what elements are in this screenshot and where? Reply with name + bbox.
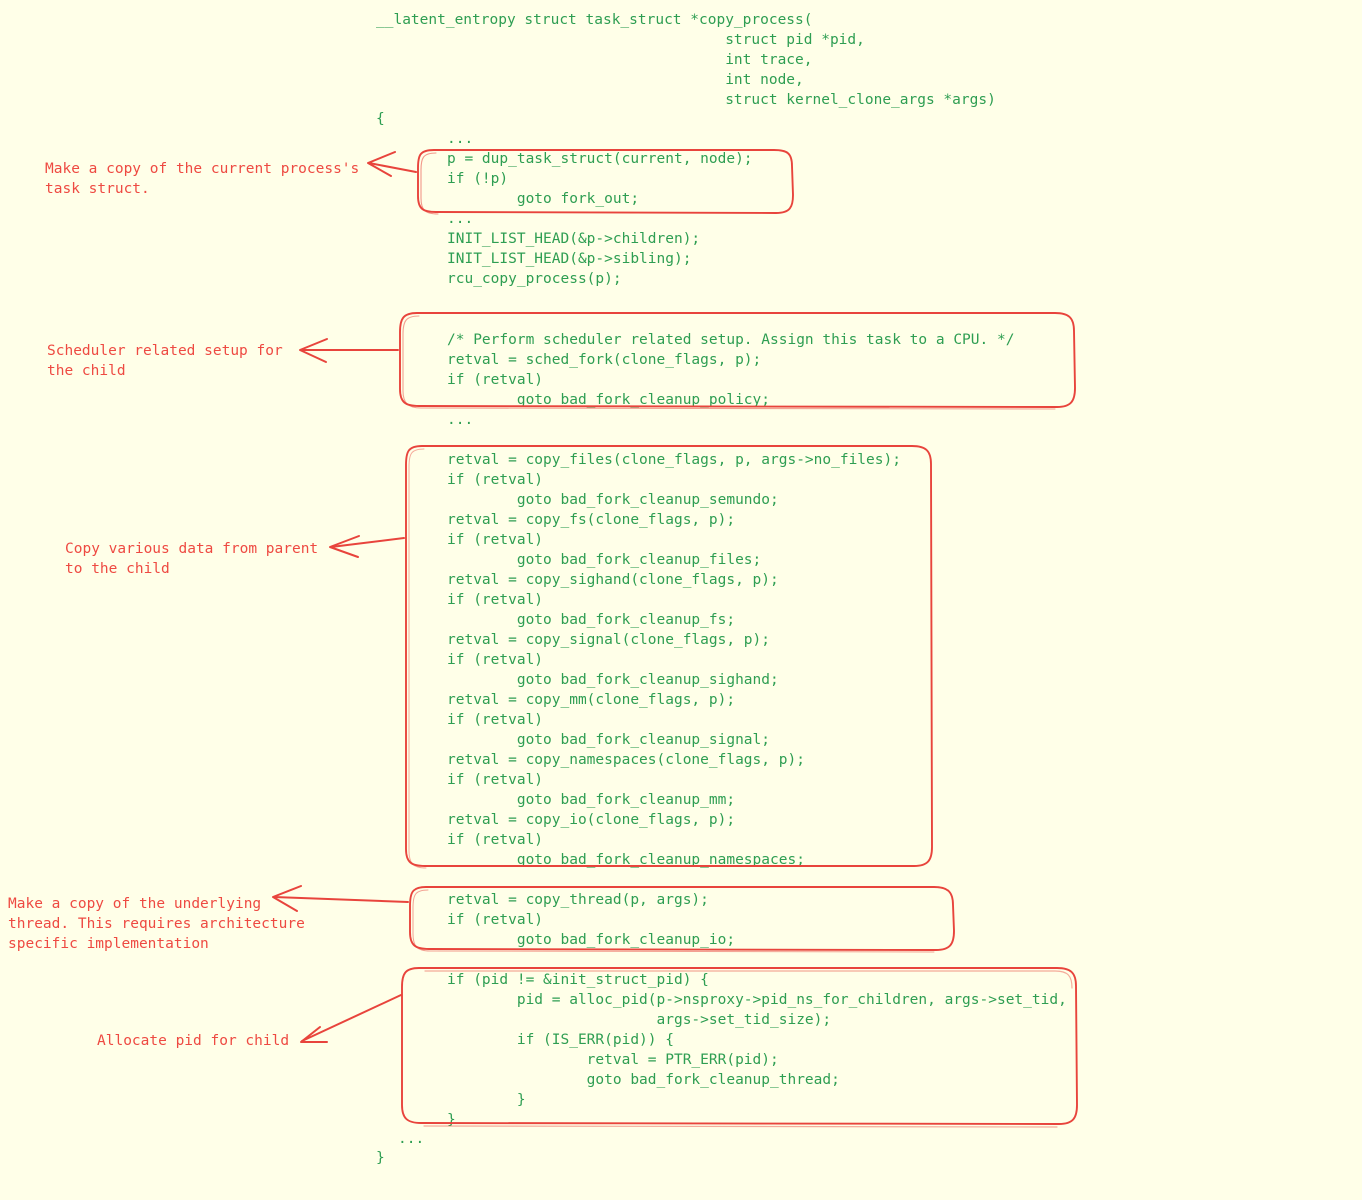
code-function-signature: __latent_entropy struct task_struct *cop… — [376, 12, 996, 108]
code-ellipsis-2: ... — [447, 211, 474, 227]
code-copy-various: retval = copy_files(clone_flags, p, args… — [447, 452, 901, 868]
annotation-scheduler-setup: Scheduler related setup for the child — [47, 343, 283, 379]
code-dup-task-struct: p = dup_task_struct(current, node); if (… — [447, 151, 753, 207]
code-ellipsis-1: ... — [447, 131, 474, 147]
code-init-list-head: INIT_LIST_HEAD(&p->children); INIT_LIST_… — [447, 231, 701, 287]
code-sched-fork: /* Perform scheduler related setup. Assi… — [447, 332, 1015, 408]
code-copy-thread: retval = copy_thread(p, args); if (retva… — [447, 892, 736, 948]
code-open-brace: { — [376, 111, 385, 127]
annotation-allocate-pid: Allocate pid for child — [97, 1033, 290, 1049]
arrow-to-alloc-pid — [300, 994, 402, 1043]
code-ellipsis-4: ... — [398, 1131, 425, 1147]
annotation-copy-thread: Make a copy of the underlying thread. Th… — [8, 896, 305, 952]
annotation-dup-task-struct: Make a copy of the current process's tas… — [45, 161, 360, 197]
code-alloc-pid: if (pid != &init_struct_pid) { pid = all… — [447, 972, 1067, 1128]
arrow-to-sched-fork — [299, 338, 399, 363]
code-close-brace: } — [376, 1150, 385, 1166]
code-ellipsis-3: ... — [447, 412, 474, 428]
arrow-to-dup-task-struct — [367, 151, 417, 177]
arrow-to-copy-various-data — [329, 535, 405, 558]
annotation-copy-various-data: Copy various data from parent to the chi… — [65, 541, 319, 577]
